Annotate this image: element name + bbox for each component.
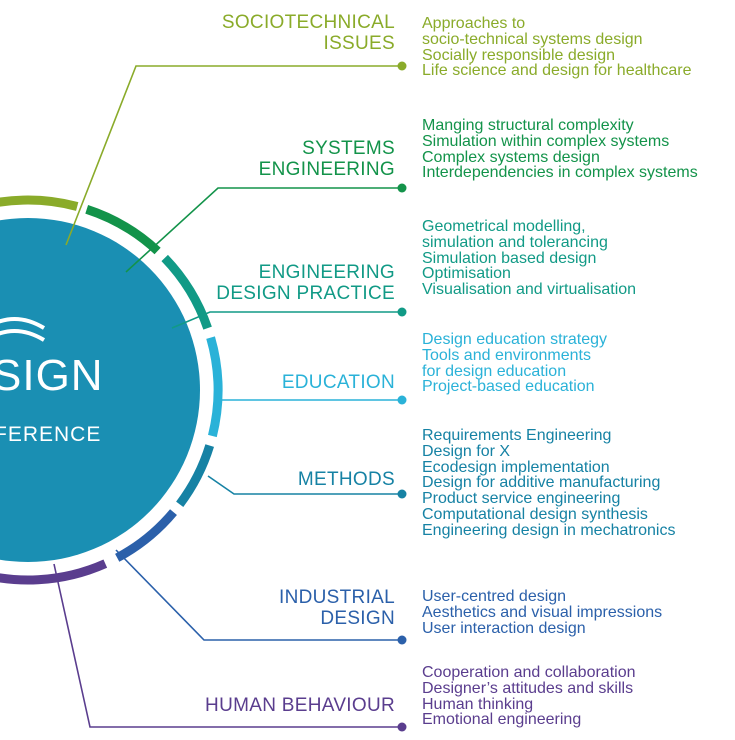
topic-item: socio-technical systems design (422, 30, 643, 48)
topic-item: Product service engineering (422, 490, 621, 508)
connector-dot-sociotechnical (397, 61, 407, 71)
category-human-behaviour: HUMAN BEHAVIOUR (205, 695, 395, 716)
ring-segment-sociotechnical (0, 195, 79, 211)
category-label-line: ENGINEERING (258, 262, 395, 283)
category-industrial-design: INDUSTRIAL DESIGN (279, 587, 395, 629)
connector-line-engineering-design-practice (171, 311, 402, 329)
connector-dot-human-behaviour (397, 722, 407, 732)
topic-item: Emotional engineering (422, 711, 582, 729)
topic-item: Designer’s attitudes and skills (422, 679, 634, 697)
topic-item: Design for X (422, 442, 511, 460)
topic-list-methods: Requirements Engineering Design for X Ec… (422, 428, 675, 539)
topic-item: Socially responsible design (422, 46, 615, 64)
connector-dot-systems-engineering (397, 183, 407, 193)
category-label-line: SOCIOTECHNICAL (221, 12, 395, 33)
connector-dot-methods (397, 489, 407, 499)
topic-item: Interdependencies in complex systems (422, 164, 698, 182)
ring-segment-education (206, 336, 223, 438)
topic-item: Design education strategy (422, 331, 607, 348)
category-engineering-design-practice: ENGINEERING DESIGN PRACTICE (216, 262, 395, 304)
topic-item: Cooperation and collaboration (422, 664, 636, 681)
ring-segment-systems-engineering (85, 205, 161, 255)
connector-line-sociotechnical (65, 65, 402, 246)
connector-line-industrial-design (115, 549, 402, 641)
topic-item: Aesthetics and visual impressions (422, 603, 663, 621)
category-label-line: METHODS (297, 469, 395, 490)
topic-list-systems-engineering: Manging structural complexity Simulation… (422, 118, 698, 181)
topic-item: Project-based education (422, 378, 595, 396)
topic-item: Manging structural complexity (422, 117, 634, 134)
connector-line-human-behaviour (53, 563, 402, 728)
ring-segment-human-behaviour (0, 559, 108, 585)
category-label-line: SYSTEMS (302, 138, 395, 159)
topic-item: Engineering design in mechatronics (422, 521, 676, 539)
category-methods: METHODS (298, 469, 395, 490)
category-sociotechnical-issues: SOCIOTECHNICAL ISSUES (222, 12, 395, 54)
logo-circle (0, 218, 200, 562)
logo-subtitle: FERENCE (0, 423, 102, 446)
logo-arch-mark (0, 317, 46, 330)
topic-item: Ecodesign implementation (422, 458, 610, 476)
topic-item: Requirements Engineering (422, 427, 612, 444)
topic-list-education: Design education strategy Tools and envi… (422, 332, 607, 395)
category-label-line: INDUSTRIAL (279, 587, 395, 608)
topic-item: Life science and design for healthcare (422, 62, 692, 80)
topic-item: Human thinking (422, 695, 534, 713)
category-label-line: ENGINEERING (258, 159, 395, 180)
topic-item: Geometrical modelling, (422, 218, 586, 235)
connector-line-methods (207, 475, 402, 495)
ring-segment-engineering-design-practice (161, 254, 212, 330)
connector-dot-industrial-design (397, 635, 407, 645)
topic-list-industrial-design: User-centred design Aesthetics and visua… (422, 589, 662, 636)
topic-list-sociotechnical-issues: Approaches to socio-technical systems de… (422, 16, 692, 79)
topic-list-engineering-design-practice: Geometrical modelling, simulation and to… (422, 219, 636, 298)
topic-item: Design for additive manufacturing (422, 474, 661, 492)
topic-list-human-behaviour: Cooperation and collaboration Designer’s… (422, 665, 635, 728)
category-label-line: HUMAN BEHAVIOUR (205, 695, 395, 716)
topic-item: Computational design synthesis (422, 505, 648, 523)
topic-item: Simulation within complex systems (422, 132, 670, 150)
connector-dot-education (397, 395, 407, 405)
connector-line-systems-engineering (125, 187, 402, 273)
logo-wordmark: SIGN (0, 351, 104, 400)
topic-item: User interaction design (422, 619, 586, 637)
topic-item: Simulation based design (422, 249, 597, 267)
topic-item: Complex systems design (422, 148, 600, 166)
topic-item: Visualisation and virtualisation (422, 281, 637, 299)
topic-item: for design education (422, 362, 567, 380)
category-label-line: ISSUES (323, 33, 395, 54)
connector-dot-engineering-design-practice (397, 307, 407, 317)
category-education: EDUCATION (282, 372, 395, 393)
topic-item: Approaches to (422, 15, 526, 32)
ring-segment-methods (176, 444, 215, 508)
topic-item: simulation and tolerancing (422, 233, 608, 251)
category-label-line: EDUCATION (281, 372, 395, 393)
topic-item: User-centred design (422, 588, 567, 605)
topic-item: Optimisation (422, 265, 511, 283)
logo-arch-mark (0, 329, 46, 342)
topic-item: Tools and environments (422, 346, 591, 364)
category-systems-engineering: SYSTEMS ENGINEERING (259, 138, 395, 180)
category-label-line: DESIGN PRACTICE (216, 283, 395, 304)
category-label-line: DESIGN (320, 608, 395, 629)
